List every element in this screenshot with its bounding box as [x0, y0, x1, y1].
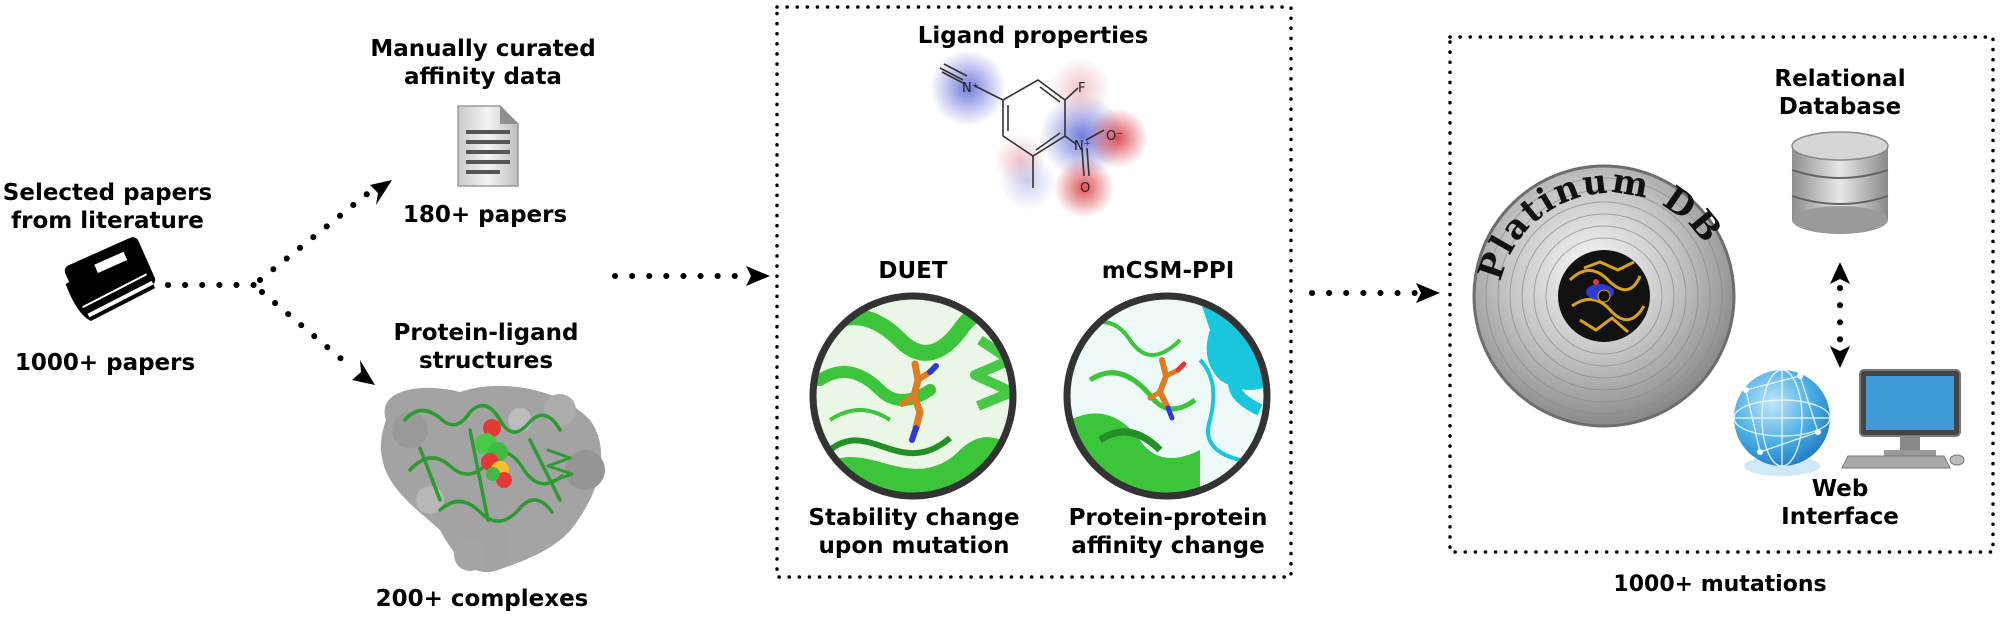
structures-title: Protein-ligand structures	[393, 320, 579, 374]
atom-f: F	[1078, 81, 1085, 96]
platinum-panel-border	[1448, 35, 1995, 554]
duet-caption: Stability change upon mutation	[808, 505, 1020, 559]
arrowhead	[746, 266, 770, 286]
dotted-arrow-to-curated	[257, 180, 392, 283]
db-title: Relational Database	[1774, 66, 1906, 120]
mcsm-caption: Protein-protein affinity change	[1068, 505, 1268, 559]
ligand-properties-title: Ligand properties	[917, 23, 1149, 49]
dotted-arrow-to-structures	[259, 289, 375, 385]
structures-count: 200+ complexes	[375, 586, 589, 612]
dotted-arrow-to-middle	[612, 266, 770, 286]
atom-o: O	[1080, 181, 1090, 196]
literature-count: 1000+ papers	[14, 350, 196, 376]
atom-n-plus: N⁺	[962, 81, 979, 96]
mutations-count: 1000+ mutations	[1613, 572, 1827, 597]
web-title: Web Interface	[1781, 476, 1899, 530]
atom-n-nitro: N⁺	[1074, 139, 1091, 154]
arrowhead-down	[1830, 346, 1850, 368]
mcsm-title: mCSM-PPI	[1101, 258, 1235, 284]
arrowhead	[370, 180, 392, 205]
atom-o-minus: O⁻	[1106, 129, 1123, 144]
literature-title: Selected papers from literature	[2, 180, 213, 234]
arrowhead-up	[1830, 262, 1850, 284]
arrowhead	[352, 360, 375, 385]
curated-count: 180+ papers	[402, 202, 568, 228]
dotted-arrow-to-platinum	[1309, 283, 1440, 303]
dotted-double-arrow	[1830, 262, 1850, 368]
middle-panel-border	[775, 5, 1293, 579]
curated-title: Manually curated affinity data	[370, 36, 596, 90]
duet-title: DUET	[878, 258, 948, 284]
arrowhead	[1416, 283, 1440, 303]
